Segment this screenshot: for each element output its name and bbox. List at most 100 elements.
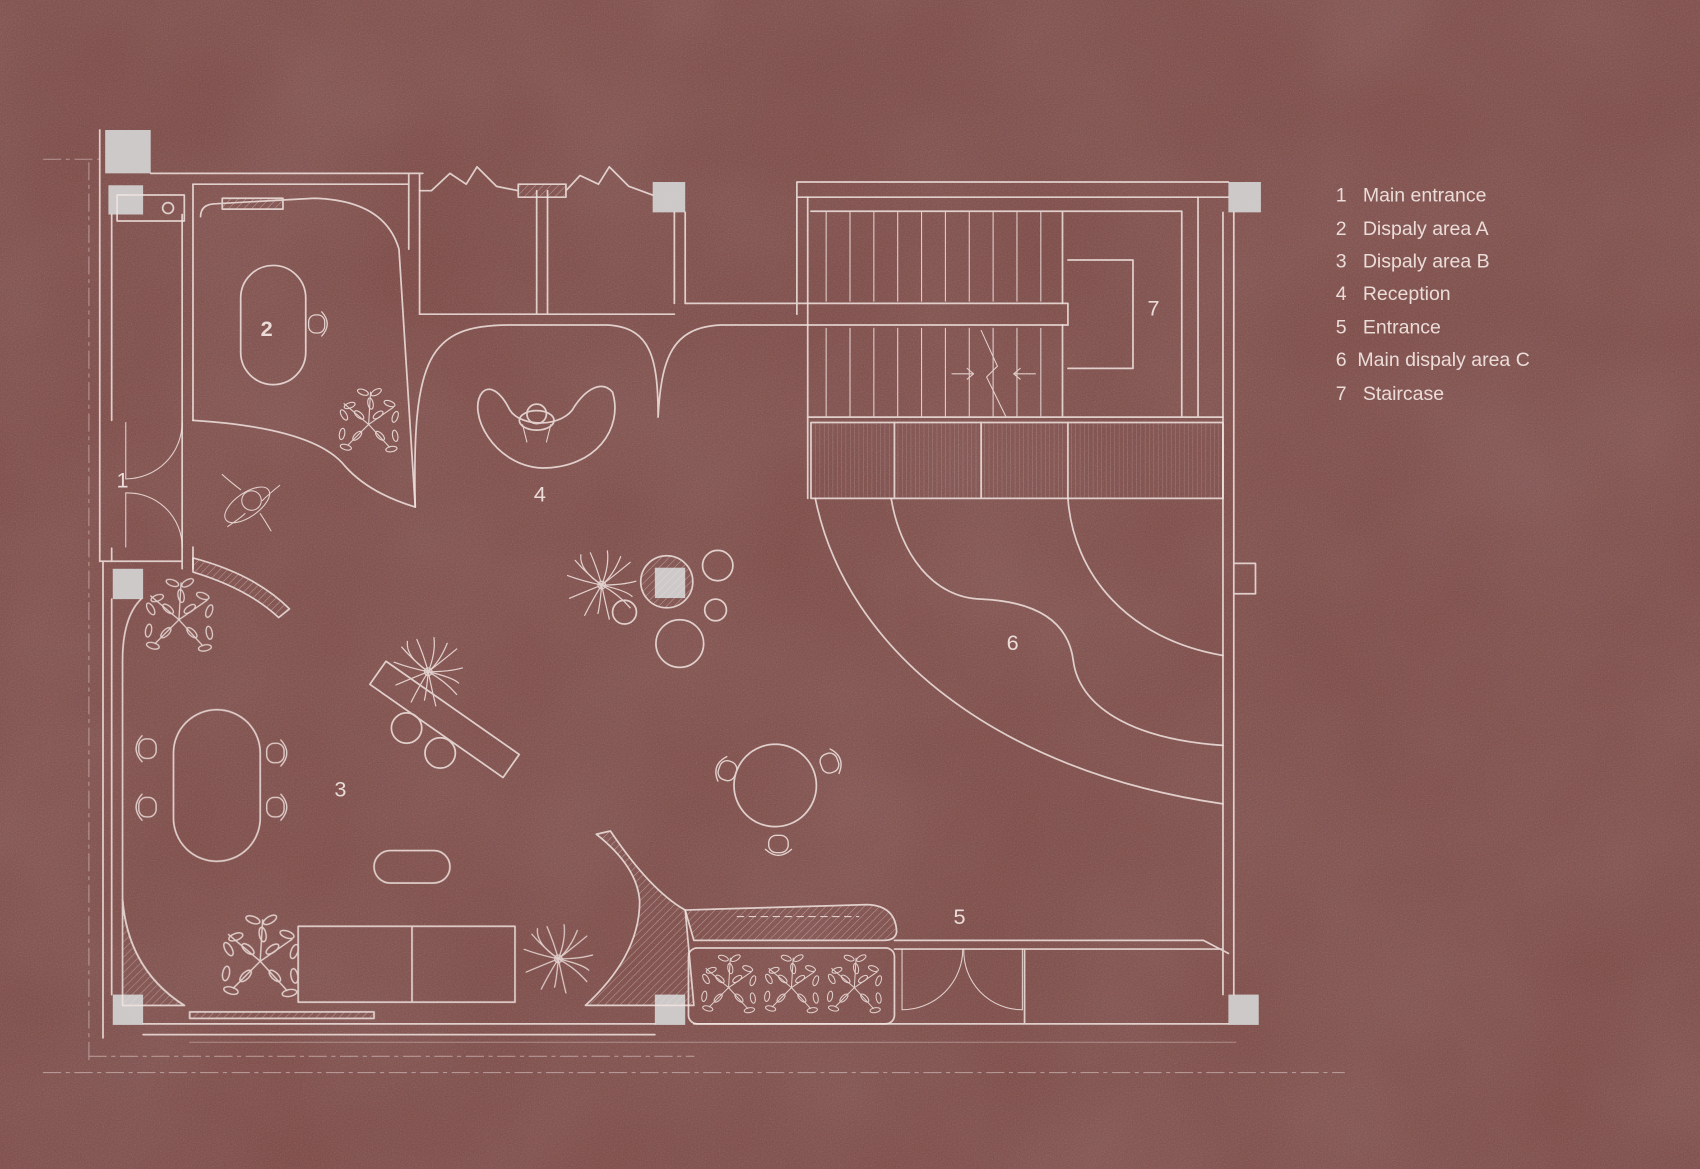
legend-label: Main entrance bbox=[1363, 185, 1487, 207]
legend-label: Staircase bbox=[1363, 383, 1444, 405]
display-a-outline bbox=[192, 197, 417, 508]
display-c-inner-arc bbox=[1067, 497, 1224, 657]
column bbox=[108, 185, 144, 215]
legend-item: 4 Reception bbox=[1336, 283, 1451, 305]
wall-hatch-block bbox=[517, 183, 567, 199]
column bbox=[1228, 182, 1261, 213]
wall-right bbox=[1222, 211, 1235, 996]
round-stool bbox=[611, 599, 638, 625]
display-area-a bbox=[116, 194, 417, 508]
reception-desk bbox=[476, 385, 616, 469]
door-swing-arc bbox=[901, 948, 964, 1011]
round-table-set bbox=[711, 743, 846, 857]
round-stool bbox=[701, 549, 734, 582]
visitor-figure bbox=[221, 473, 281, 532]
area-label-entrance: 5 bbox=[953, 904, 965, 929]
dining-table bbox=[172, 708, 262, 863]
planter-box bbox=[687, 947, 896, 1025]
round-stool bbox=[655, 618, 705, 669]
area-label-reception: 4 bbox=[534, 482, 546, 507]
door-swing-arc bbox=[963, 948, 1023, 1011]
folding-door bbox=[418, 165, 520, 192]
stair-outer-u bbox=[806, 196, 1199, 500]
wall-stair-top bbox=[796, 181, 1230, 316]
legend-label: Entrance bbox=[1363, 317, 1441, 339]
reception bbox=[476, 385, 616, 469]
door-swing-arc bbox=[125, 492, 183, 548]
round-table bbox=[733, 743, 818, 828]
display-table bbox=[239, 264, 307, 386]
corridor-scalloped-wall bbox=[414, 324, 1069, 508]
legend-number: 5 bbox=[1336, 317, 1347, 339]
corridor-top-wall bbox=[418, 302, 1069, 326]
legend: 1 Main entrance 2 Dispaly area A 3 Dispa… bbox=[1336, 185, 1530, 405]
legend-item: 6 Main dispaly area C bbox=[1336, 349, 1530, 371]
legend-label: Dispaly area A bbox=[1363, 218, 1489, 240]
staircase bbox=[806, 196, 1224, 500]
legend-item: 7 Staircase bbox=[1336, 383, 1444, 405]
curved-partition bbox=[192, 557, 291, 619]
legend-label: Dispaly area B bbox=[1363, 251, 1490, 273]
round-stool bbox=[390, 712, 423, 745]
legend-item: 1 Main entrance bbox=[1336, 185, 1487, 207]
site-boundary bbox=[42, 158, 1345, 1074]
display-c-wave bbox=[890, 497, 1224, 747]
door-swing-arc bbox=[125, 421, 183, 480]
person-body-icon bbox=[224, 486, 271, 524]
stair-treads bbox=[825, 210, 1042, 418]
slanted-table bbox=[368, 660, 521, 779]
legend-number: 7 bbox=[1336, 383, 1347, 405]
legend-number: 4 bbox=[1336, 283, 1347, 305]
curved-wedge-wall bbox=[584, 830, 695, 1007]
person-head-icon bbox=[241, 490, 262, 511]
small-pill-table bbox=[373, 849, 451, 884]
display-bench bbox=[810, 421, 1224, 500]
stair-arrow-down-icon bbox=[1013, 367, 1036, 380]
bench-band bbox=[810, 421, 1224, 500]
wall-bottom-left bbox=[102, 560, 656, 1039]
storage-rooms bbox=[418, 165, 654, 199]
centre-display-cluster bbox=[566, 549, 734, 669]
entrance-doors bbox=[901, 948, 1023, 1011]
area-label-main-entrance: 1 bbox=[116, 468, 128, 493]
legend-label: Reception bbox=[1363, 283, 1451, 305]
stair-break-line bbox=[980, 329, 1007, 418]
bench-dividers bbox=[893, 421, 1069, 500]
wall-bottom-right bbox=[693, 939, 1230, 1025]
round-stool bbox=[424, 736, 457, 770]
column bbox=[1228, 994, 1259, 1025]
slanted-display-table bbox=[368, 636, 521, 779]
legend-label: Main dispaly area C bbox=[1357, 349, 1529, 371]
legend-item: 3 Dispaly area B bbox=[1336, 251, 1490, 273]
entrance-counter bbox=[684, 903, 898, 1025]
display-area-b bbox=[121, 576, 594, 1020]
area-label-display-b: 3 bbox=[334, 776, 346, 801]
legend-item: 5 Entrance bbox=[1336, 317, 1441, 339]
column bbox=[105, 130, 151, 174]
area-label-display-c: 6 bbox=[1007, 630, 1019, 655]
column bbox=[652, 182, 686, 213]
receptionist-body-icon bbox=[518, 409, 555, 431]
legend-number: 2 bbox=[1336, 218, 1347, 240]
counter-top bbox=[684, 903, 898, 942]
legend-number: 1 bbox=[1336, 185, 1347, 207]
round-plinth bbox=[639, 554, 694, 609]
sofa bbox=[297, 925, 516, 1004]
wall-small-rooms bbox=[407, 172, 687, 316]
display-c-outer-arc bbox=[814, 497, 1224, 805]
receptionist-arms-icon bbox=[522, 424, 552, 443]
stair-arrow-up-icon bbox=[951, 367, 975, 380]
window-glazing bbox=[188, 1011, 375, 1020]
folding-door bbox=[565, 165, 654, 196]
counter-shelf bbox=[116, 194, 186, 222]
sink-bowl bbox=[161, 201, 175, 215]
wall-notch bbox=[1232, 562, 1257, 595]
legend-number: 3 bbox=[1336, 251, 1347, 273]
wall-top-left bbox=[149, 172, 424, 186]
display-b-corner-hatch bbox=[121, 898, 186, 1007]
column bbox=[112, 568, 144, 600]
area-labels: 1 2 3 4 5 6 7 bbox=[116, 295, 1159, 929]
area-label-staircase: 7 bbox=[1148, 295, 1160, 320]
